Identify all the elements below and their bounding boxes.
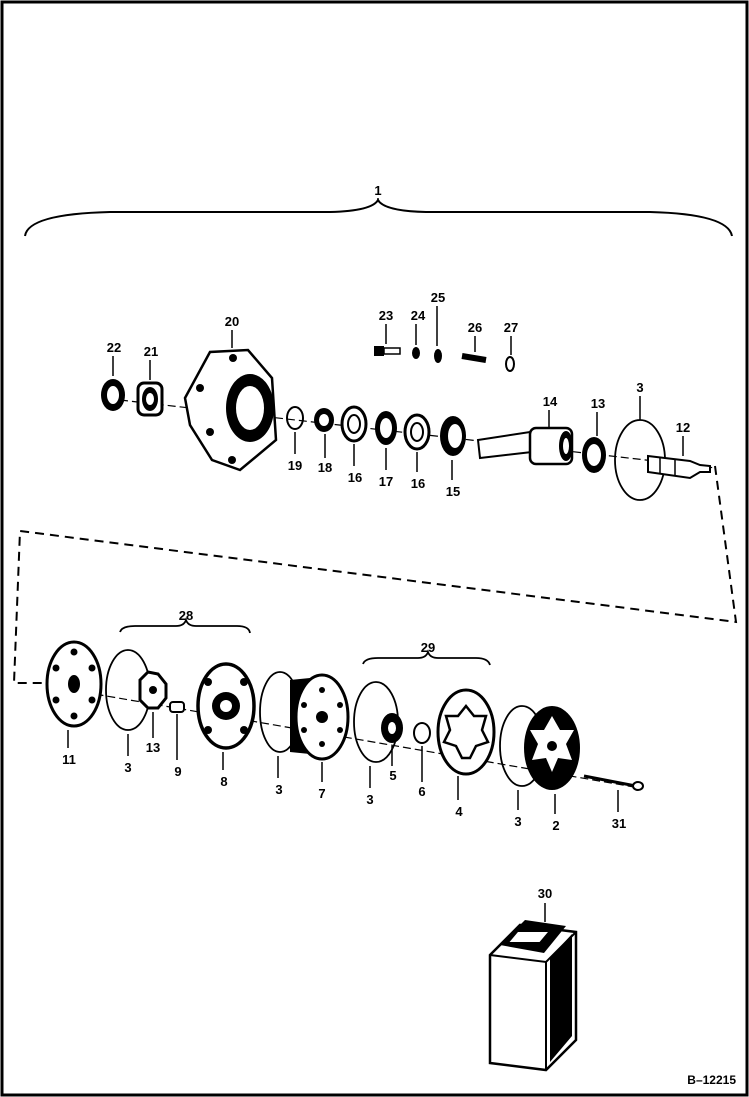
label-3-b: 3 bbox=[124, 760, 131, 775]
label-13-lower: 13 bbox=[146, 740, 160, 755]
group-28-brace bbox=[119, 617, 251, 634]
label-3-c: 3 bbox=[275, 782, 282, 797]
label-9: 9 bbox=[174, 764, 181, 779]
part-26-spring bbox=[461, 353, 487, 363]
label-4: 4 bbox=[455, 804, 463, 819]
label-29: 29 bbox=[421, 640, 435, 655]
part-30-kit bbox=[488, 920, 578, 1072]
part-17-ring bbox=[375, 411, 397, 445]
part-22-seal bbox=[101, 379, 125, 411]
label-3-d: 3 bbox=[366, 792, 373, 807]
label-21: 21 bbox=[144, 344, 158, 359]
label-6: 6 bbox=[418, 784, 425, 799]
label-20: 20 bbox=[225, 314, 239, 329]
label-16a: 16 bbox=[348, 470, 362, 485]
label-24: 24 bbox=[411, 308, 426, 323]
label-31: 31 bbox=[612, 816, 626, 831]
part-23-screw bbox=[374, 346, 401, 356]
label-12: 12 bbox=[676, 420, 690, 435]
assembly-brace bbox=[24, 197, 733, 237]
part-9-pin bbox=[169, 701, 185, 713]
leader-lines bbox=[67, 198, 684, 922]
label-7: 7 bbox=[318, 786, 325, 801]
label-3-upper: 3 bbox=[636, 380, 643, 395]
label-26: 26 bbox=[468, 320, 482, 335]
part-5-rotor bbox=[381, 713, 403, 743]
part-31-bolt bbox=[583, 774, 644, 791]
label-23: 23 bbox=[379, 308, 393, 323]
part-19-oring bbox=[286, 406, 304, 430]
label-30: 30 bbox=[538, 886, 552, 901]
part-12-fitting bbox=[647, 454, 711, 480]
label-27: 27 bbox=[504, 320, 518, 335]
label-2: 2 bbox=[552, 818, 559, 833]
label-22: 22 bbox=[107, 340, 121, 355]
part-16-washer-2 bbox=[403, 413, 431, 451]
part-24-washer bbox=[412, 347, 420, 359]
part-6-oring bbox=[413, 722, 431, 744]
label-8: 8 bbox=[220, 774, 227, 789]
label-11: 11 bbox=[62, 752, 76, 767]
part-8-gerotor bbox=[196, 662, 256, 750]
label-28: 28 bbox=[179, 608, 193, 623]
part-20-housing bbox=[183, 348, 278, 472]
part-15-seal bbox=[440, 416, 466, 456]
part-7-manifold bbox=[290, 673, 350, 761]
part-4-stator bbox=[436, 688, 496, 776]
part-13-seal bbox=[582, 437, 606, 473]
label-17: 17 bbox=[379, 474, 393, 489]
label-14: 14 bbox=[543, 394, 558, 409]
part-13-star bbox=[138, 670, 168, 710]
part-14-shaft bbox=[476, 426, 574, 466]
label-18: 18 bbox=[318, 460, 332, 475]
group-29-brace bbox=[362, 649, 491, 666]
label-13-upper: 13 bbox=[591, 396, 605, 411]
label-15: 15 bbox=[446, 484, 460, 499]
reference-number: B–12215 bbox=[687, 1073, 736, 1087]
label-16b: 16 bbox=[411, 476, 425, 491]
part-16-washer bbox=[340, 405, 368, 443]
part-18-ring bbox=[314, 408, 334, 432]
part-2-endcap bbox=[524, 706, 580, 790]
part-25-ring bbox=[434, 349, 442, 363]
part-27-oring bbox=[505, 356, 515, 372]
label-3-e: 3 bbox=[514, 814, 521, 829]
connection-line bbox=[12, 465, 738, 684]
label-19: 19 bbox=[288, 458, 302, 473]
part-21-bearing bbox=[136, 381, 164, 417]
label-5: 5 bbox=[389, 768, 396, 783]
part-11-endcap bbox=[45, 640, 103, 728]
label-1: 1 bbox=[374, 183, 381, 198]
label-25: 25 bbox=[431, 290, 445, 305]
